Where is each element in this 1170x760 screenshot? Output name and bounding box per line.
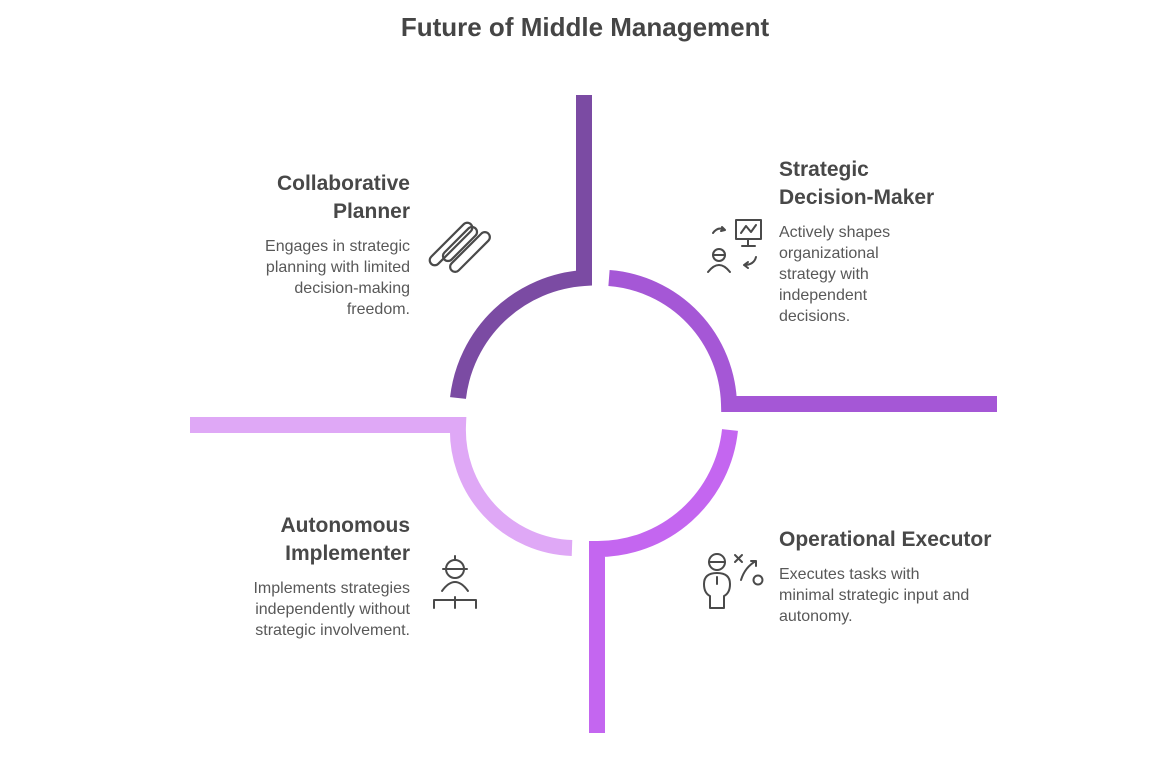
title-line: Strategic — [779, 158, 869, 181]
desc-line: Implements strategies — [253, 580, 410, 597]
desc-line: decision-making — [294, 280, 410, 297]
title-line: Implementer — [285, 542, 410, 565]
title-line: Operational Executor — [779, 528, 992, 551]
desc-line: Engages in strategic — [265, 238, 410, 255]
title-line: Autonomous — [280, 514, 410, 537]
desc-line: strategic involvement. — [255, 622, 410, 639]
desc-line: decisions. — [779, 308, 851, 325]
strategic-decision-maker-arc — [608, 270, 997, 412]
operational-executor-title: Operational Executor — [779, 526, 1039, 554]
desc-line: Actively shapes — [779, 224, 891, 241]
linked-capsules-icon — [428, 221, 491, 273]
desc-line: organizational — [779, 245, 879, 262]
desc-line: planning with limited — [265, 259, 410, 276]
desc-line: freedom. — [346, 301, 410, 318]
collaborative-planner-title: Collaborative Planner — [170, 170, 410, 226]
desc-line: Executes tasks with — [779, 566, 920, 583]
diagram-title: Future of Middle Management — [400, 12, 770, 42]
collaborative-planner: Collaborative Planner Engages in strateg… — [170, 170, 410, 320]
person-tactics-icon — [703, 553, 764, 609]
strategic-decision-maker: Strategic Decision-Maker Actively shapes… — [779, 156, 1019, 327]
strategic-decision-maker-description: Actively shapes organizational strategy … — [779, 222, 1019, 327]
operational-executor-arc — [589, 429, 738, 733]
strategic-decision-maker-title: Strategic Decision-Maker — [779, 156, 1019, 212]
autonomous-implementer-arc — [190, 417, 573, 556]
autonomous-implementer: Autonomous Implementer Implements strate… — [170, 512, 410, 641]
desc-line: independent — [779, 287, 868, 304]
title-line: Collaborative — [276, 172, 410, 195]
desc-line: autonomy. — [779, 608, 853, 625]
autonomous-implementer-title: Autonomous Implementer — [170, 512, 410, 568]
collaborative-planner-description: Engages in strategic planning with limit… — [170, 236, 410, 320]
person-chart-arrows-icon — [707, 219, 762, 273]
desc-line: minimal strategic input and — [779, 587, 970, 604]
collaborative-planner-arc — [450, 95, 592, 400]
worker-hardhat-icon — [433, 555, 477, 609]
title-line: Planner — [332, 200, 410, 223]
desc-line: independently without — [255, 601, 410, 618]
autonomous-implementer-description: Implements strategies independently with… — [170, 578, 410, 641]
operational-executor: Operational Executor Executes tasks with… — [779, 526, 1039, 627]
operational-executor-description: Executes tasks with minimal strategic in… — [779, 564, 1039, 627]
title-line: Decision-Maker — [779, 186, 935, 209]
desc-line: strategy with — [779, 266, 869, 283]
